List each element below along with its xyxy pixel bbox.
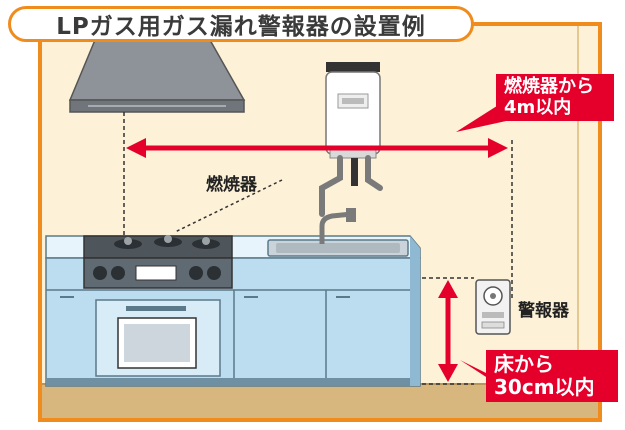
gas-stove: [83, 235, 233, 377]
alarm-label: 警報器: [518, 301, 569, 321]
label-leader-line: [174, 179, 283, 233]
distance-arrow: [126, 138, 508, 158]
height-arrow: [438, 280, 458, 382]
sink: [267, 208, 409, 257]
height-callout: 床から 30cm以内: [486, 350, 618, 402]
page-title: LPガス用ガス漏れ警報器の設置例: [56, 14, 426, 40]
height-callout-line2: 30cm以内: [494, 375, 595, 399]
distance-callout: 燃焼器から 4m以内: [496, 74, 614, 122]
distance-callout-line2: 4m以内: [504, 96, 572, 118]
title-banner: LPガス用ガス漏れ警報器の設置例: [8, 6, 474, 42]
water-heater: [319, 62, 383, 217]
burner-label: 燃焼器: [206, 175, 257, 195]
gas-alarm-device: [475, 279, 511, 335]
distance-callout-line1: 燃焼器から: [504, 76, 594, 97]
height-callout-line1: 床から: [494, 352, 554, 376]
